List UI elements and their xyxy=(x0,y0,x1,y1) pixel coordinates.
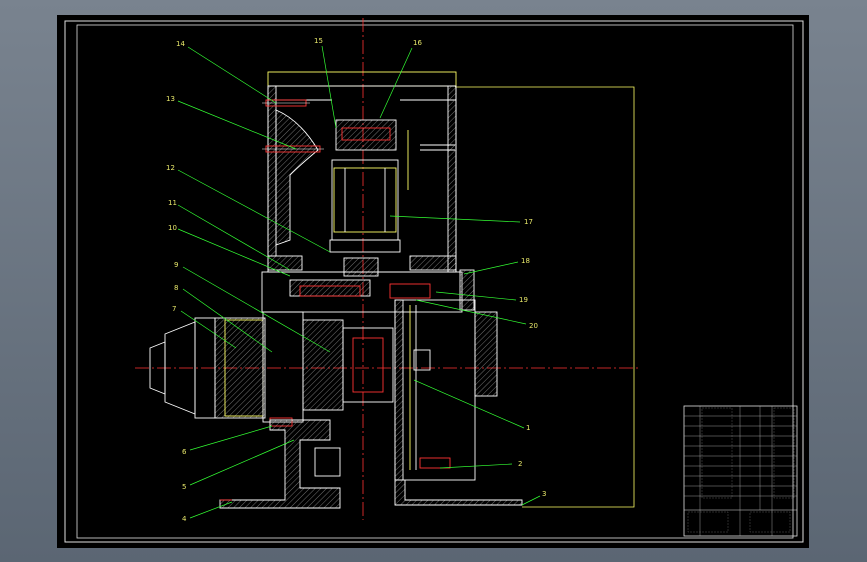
upper-housing xyxy=(267,71,457,273)
callout-13: 13 xyxy=(166,95,175,103)
callout-19: 19 xyxy=(519,296,528,304)
callout-18: 18 xyxy=(521,257,530,265)
callout-1: 1 xyxy=(526,424,530,432)
top-bolts xyxy=(262,99,324,153)
callout-12: 12 xyxy=(166,164,175,172)
reference-frame xyxy=(455,86,635,508)
lower-base xyxy=(219,419,341,509)
callout-2: 2 xyxy=(518,460,522,468)
outer-border xyxy=(64,20,804,543)
callout-15: 15 xyxy=(314,37,323,45)
callout-10: 10 xyxy=(168,224,177,232)
callout-16: 16 xyxy=(413,39,422,47)
right-gearbox xyxy=(394,299,523,506)
callout-14: 14 xyxy=(176,40,185,48)
callout-11: 11 xyxy=(168,199,177,207)
leader-lines xyxy=(177,45,541,519)
callout-labels: 14 15 16 13 12 11 10 9 8 7 17 18 19 20 1… xyxy=(166,37,546,523)
callout-8: 8 xyxy=(174,284,178,292)
callout-3: 3 xyxy=(542,490,546,498)
left-motor xyxy=(149,311,394,427)
callout-20: 20 xyxy=(529,322,538,330)
callout-4: 4 xyxy=(182,515,187,523)
inner-border xyxy=(76,24,794,539)
callout-6: 6 xyxy=(182,448,187,456)
title-block xyxy=(683,405,798,537)
callout-5: 5 xyxy=(182,483,186,491)
callout-9: 9 xyxy=(174,261,178,269)
callout-17: 17 xyxy=(524,218,533,226)
upper-cylinder xyxy=(329,119,455,277)
callout-7: 7 xyxy=(172,305,176,313)
